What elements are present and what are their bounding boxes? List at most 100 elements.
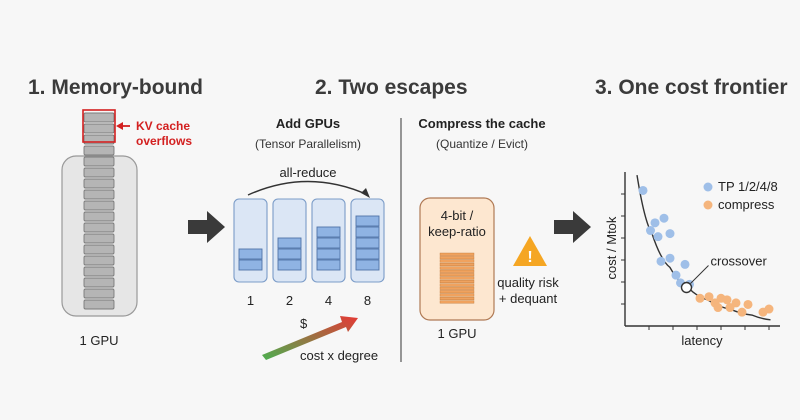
compressed-cache-slice xyxy=(439,266,475,270)
kv-overflow-label: overflows xyxy=(136,134,192,148)
compress-section: Compress the cache (Quantize / Evict) 4-… xyxy=(418,116,559,341)
quality-risk-label: quality risk xyxy=(497,275,559,290)
gpu-memory-panel: KV cache overflows 1 GPU xyxy=(61,109,192,348)
kv-cache-block xyxy=(83,255,115,266)
kv-cache-block xyxy=(83,112,115,123)
kv-cache-block xyxy=(83,277,115,288)
compressed-cache-slice xyxy=(439,252,475,256)
compressed-cache-slice xyxy=(439,269,475,273)
dequant-label: + dequant xyxy=(499,291,558,306)
kv-cache-block xyxy=(83,189,115,200)
title-memory-bound: 1. Memory-bound xyxy=(28,76,203,99)
crossover-label: crossover xyxy=(711,254,768,269)
tp-point xyxy=(638,185,648,195)
cost-frontier-chart: cost / Mtok latency crossover TP 1/2/4/8… xyxy=(604,172,780,348)
title-cost-frontier: 3. One cost frontier xyxy=(595,76,788,99)
compressed-cache-slice xyxy=(439,293,475,297)
compress-point xyxy=(695,293,705,303)
tp-shard-block xyxy=(316,248,341,260)
tp-shard-block xyxy=(316,226,341,238)
compress-subtitle: (Quantize / Evict) xyxy=(436,137,528,151)
tp-degree-label: 1 xyxy=(247,293,254,308)
tensor-parallel-section: Add GPUs (Tensor Parallelism) all-reduce… xyxy=(233,116,385,363)
tp-shard-block xyxy=(316,237,341,249)
tp-point xyxy=(665,229,675,239)
compress-point xyxy=(722,295,732,305)
compress-title: Compress the cache xyxy=(418,116,545,131)
kv-cache-block xyxy=(83,145,115,156)
legend-compress-swatch xyxy=(703,200,713,210)
kv-cache-block xyxy=(83,233,115,244)
chart-x-label: latency xyxy=(681,333,723,348)
compress-point xyxy=(737,307,747,317)
tp-shard-block xyxy=(355,237,380,249)
dollar-sign: $ xyxy=(300,316,308,331)
crossover-marker xyxy=(680,281,693,294)
compressed-cache-slice xyxy=(439,280,475,284)
crossover-leader xyxy=(690,265,709,284)
allreduce-arc xyxy=(247,180,369,196)
kv-cache-block xyxy=(83,178,115,189)
compress-point xyxy=(743,299,753,309)
tp-point xyxy=(659,213,669,223)
tp-shard-block xyxy=(238,248,263,260)
kv-cache-label: KV cache xyxy=(136,119,190,133)
tp-point xyxy=(653,232,663,242)
tp-point xyxy=(680,259,690,269)
compress-point xyxy=(704,292,714,302)
compressed-cache-slice xyxy=(439,256,475,260)
gpu-label-1: 1 GPU xyxy=(79,333,118,348)
compressed-cache-stack xyxy=(439,252,475,304)
tp-point xyxy=(671,270,681,280)
compress-box-line2: keep-ratio xyxy=(428,224,486,239)
flow-arrow-2 xyxy=(554,211,591,243)
compress-point xyxy=(764,304,774,314)
kv-cache-block xyxy=(83,167,115,178)
warning-symbol: ! xyxy=(527,249,532,266)
compressed-cache-slice xyxy=(439,263,475,267)
tp-subtitle: (Tensor Parallelism) xyxy=(255,137,361,151)
chart-points xyxy=(638,185,774,317)
legend-tp-swatch xyxy=(703,182,713,192)
title-two-escapes: 2. Two escapes xyxy=(315,76,468,99)
allreduce-arrowhead xyxy=(361,188,370,198)
compress-point xyxy=(731,298,741,308)
tp-shard-block xyxy=(277,248,302,260)
tp-point xyxy=(650,218,660,228)
tp-point xyxy=(656,256,666,266)
kv-cache-block xyxy=(83,244,115,255)
kv-cache-block xyxy=(83,211,115,222)
chart-y-label: cost / Mtok xyxy=(604,216,619,279)
kv-cache-block xyxy=(83,123,115,134)
tp-shard-block xyxy=(355,226,380,238)
compressed-cache-slice xyxy=(439,273,475,277)
tp-title: Add GPUs xyxy=(276,116,340,131)
gpu-label-compress: 1 GPU xyxy=(437,326,476,341)
allreduce-label: all-reduce xyxy=(279,165,336,180)
compressed-cache-slice xyxy=(439,297,475,301)
kv-cache-block xyxy=(83,299,115,310)
compressed-cache-slice xyxy=(439,259,475,263)
kv-overflow-box xyxy=(82,109,116,143)
kv-cache-block xyxy=(83,266,115,277)
cost-trend-arrow xyxy=(262,316,358,360)
chart-ticks xyxy=(621,193,770,330)
tp-shard-block xyxy=(355,248,380,260)
tp-degree-label: 2 xyxy=(286,293,293,308)
kv-cache-block xyxy=(83,288,115,299)
flow-arrow-1 xyxy=(188,211,225,243)
tp-shard-block xyxy=(316,259,341,271)
warning-icon xyxy=(513,236,547,266)
compressed-cache-slice xyxy=(439,290,475,294)
compressed-cache-slice xyxy=(439,300,475,304)
tp-shard-block xyxy=(355,215,380,227)
tp-shard-block xyxy=(238,259,263,271)
tp-point xyxy=(665,253,675,263)
compress-point xyxy=(713,303,723,313)
tp-shard-block xyxy=(277,259,302,271)
tp-shard-block xyxy=(277,237,302,249)
cost-label: cost x degree xyxy=(300,348,378,363)
compressed-cache-slice xyxy=(439,276,475,280)
